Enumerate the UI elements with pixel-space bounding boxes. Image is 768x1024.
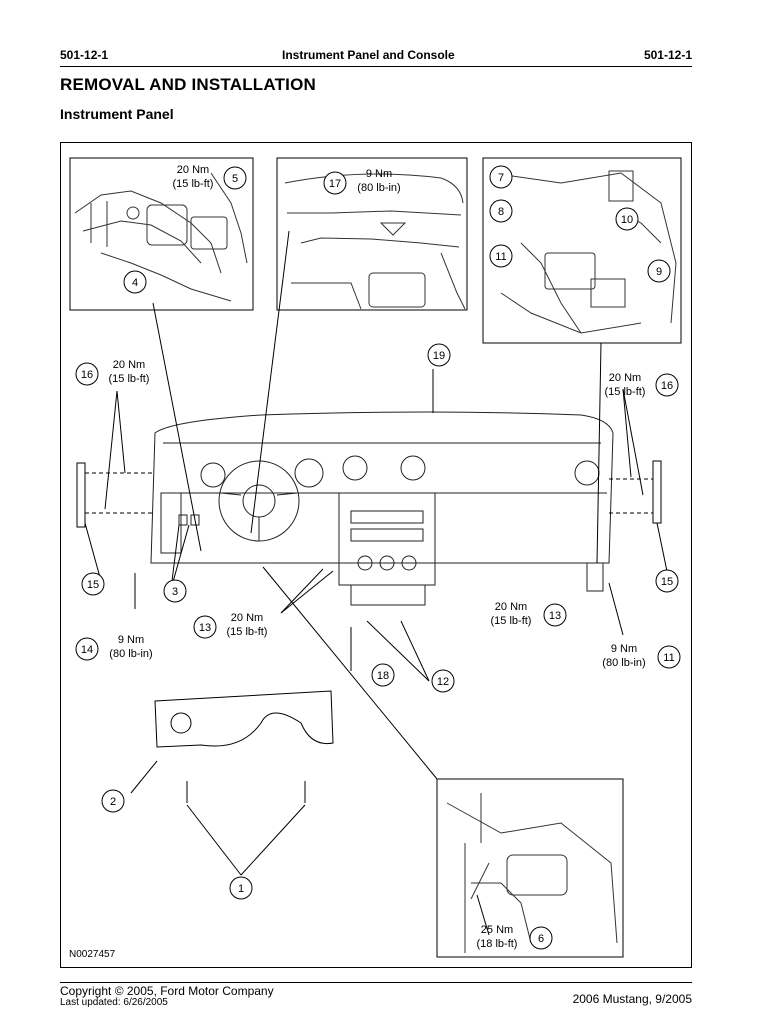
torque-16-right-imperial: (15 lb-ft)	[605, 386, 646, 398]
callout-16-right: 16	[661, 380, 673, 392]
callout-15-right: 15	[661, 576, 673, 588]
torque-13-right-nm: 20 Nm	[495, 601, 527, 613]
torque-16-left-nm: 20 Nm	[113, 359, 145, 371]
torque-5-nm: 20 Nm	[177, 164, 209, 176]
connector-bracket-drawing	[490, 170, 677, 334]
callout-2: 2	[110, 796, 116, 808]
inset-upper-bracket	[276, 157, 468, 311]
torque-16-left-imperial: (15 lb-ft)	[109, 373, 150, 385]
torque-6-nm: 25 Nm	[481, 924, 513, 936]
torque-11-nm: 9 Nm	[611, 643, 637, 655]
callout-4: 4	[132, 277, 138, 289]
callout-10: 10	[621, 214, 633, 226]
callout-7: 7	[498, 172, 504, 184]
inset-steering-column	[69, 157, 254, 311]
lower-bracket-drawing	[446, 793, 618, 953]
callout-13-left: 13	[199, 622, 211, 634]
torque-13-left-nm: 20 Nm	[231, 612, 263, 624]
steering-column-drawing	[74, 172, 248, 302]
instrument-panel-diagram: 5 4 17 7 8 10 11 9 19 16 16 15 3 15 13 1…	[60, 142, 692, 968]
torque-13-left-imperial: (15 lb-ft)	[227, 626, 268, 638]
callout-11-right: 11	[663, 652, 674, 664]
torque-5-imperial: (15 lb-ft)	[173, 178, 214, 190]
callout-14: 14	[81, 644, 93, 656]
leader-lines	[84, 230, 670, 936]
header-title: Instrument Panel and Console	[282, 48, 455, 62]
left-end-bracket	[76, 462, 86, 528]
section-number-right: 501-12-1	[643, 48, 692, 62]
section-heading: REMOVAL AND INSTALLATION	[60, 75, 317, 94]
callout-11-inset: 11	[495, 251, 506, 263]
copyright-text: Copyright © 2005, Ford Motor Company	[60, 984, 274, 998]
last-updated: Last updated: 6/26/2005	[60, 997, 168, 1008]
callout-8: 8	[498, 206, 504, 218]
figure-id: N0027457	[69, 949, 116, 960]
callout-6: 6	[538, 933, 544, 945]
torque-14-imperial: (80 lb-in)	[109, 648, 152, 660]
callout-15-left: 15	[87, 579, 99, 591]
torque-17-imperial: (80 lb-in)	[357, 182, 400, 194]
callout-5: 5	[232, 173, 238, 185]
diagram-canvas: 5 4 17 7 8 10 11 9 19 16 16 15 3 15 13 1…	[69, 157, 682, 958]
torque-11-imperial: (80 lb-in)	[602, 657, 645, 669]
callout-18: 18	[377, 670, 389, 682]
footer-rule	[60, 982, 692, 983]
inset-lower-bracket	[436, 778, 624, 958]
callout-12: 12	[437, 676, 449, 688]
torque-17-nm: 9 Nm	[366, 168, 392, 180]
callout-19: 19	[433, 350, 445, 362]
vehicle-model: 2006 Mustang, 9/2005	[572, 992, 692, 1006]
sub-heading: Instrument Panel	[60, 106, 174, 122]
callout-9: 9	[656, 266, 662, 278]
torque-14-nm: 9 Nm	[118, 634, 144, 646]
torque-13-right-imperial: (15 lb-ft)	[491, 615, 532, 627]
instrument-panel-drawing	[150, 411, 614, 606]
callout-17: 17	[329, 178, 341, 190]
callout-13-right: 13	[549, 610, 561, 622]
right-end-bracket	[652, 460, 662, 524]
callout-1: 1	[238, 883, 244, 895]
section-number-left: 501-12-1	[60, 48, 109, 62]
torque-6-imperial: (18 lb-ft)	[477, 938, 518, 950]
column-cover-drawing	[154, 690, 334, 748]
header-rule	[60, 66, 692, 67]
torque-16-right-nm: 20 Nm	[609, 372, 641, 384]
inset-connectors	[482, 157, 682, 344]
callout-16-left: 16	[81, 369, 93, 381]
upper-bracket-drawing	[284, 173, 466, 310]
callout-3: 3	[172, 586, 178, 598]
